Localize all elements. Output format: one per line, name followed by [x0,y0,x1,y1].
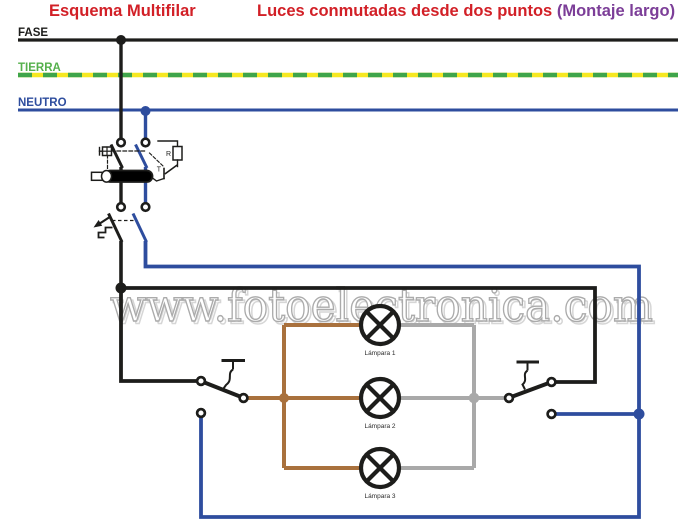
rcd-test-resistor-icon [172,145,183,161]
lamp-2-cross-b [364,382,396,414]
left-commutator-switch [195,359,249,419]
breaker-phase-contact-lever [107,212,124,243]
neutro-rail: NEUTRO [18,97,678,116]
breaker-neutral-terminal [140,201,151,213]
rcd-phase-terminal [115,137,127,148]
breaker-neutral-contact-lever [131,212,148,243]
brown-junction-dot [279,393,289,403]
lamp-3-label: Lámpara 3 [364,493,395,500]
tierra-label: TIERRA [18,62,61,74]
lamp-2-label: Lámpara 2 [364,423,395,430]
fase-rail: FASE [18,27,678,45]
right-switch-handle-link [521,369,529,390]
rcd-test-circuit-wire [157,140,179,148]
rcd-test-label: T [157,167,162,174]
left-switch-phase-terminal [195,375,207,387]
rcd-neutral-terminal [140,137,151,148]
phase-feed-to-right-switch [121,286,597,384]
neutro-label: NEUTRO [18,97,67,109]
lamp-2: Lámpara 2 [358,376,402,430]
diagram-title-left: Esquema Multifilar [49,2,196,20]
rcd-test-contact-lever [164,164,178,175]
right-switch-neutral-terminal [546,408,557,420]
gray-junction-dot [468,392,480,404]
left-switch-neutral-terminal [195,407,207,419]
breaker-terminals [115,137,151,213]
lamp-1: Lámpara 1 [358,303,402,357]
rcd-test-dashed-link [148,152,164,167]
right-switch-common-terminal [503,392,515,404]
left-switch-common-terminal [238,392,249,404]
lamp-1-cross-b [364,309,396,341]
lamp-feed-wires-brown [246,323,361,470]
breaker-release-arrow-shaft [98,215,112,225]
differential-neutral-contact-lever [134,143,149,169]
phase-feed-to-left-switch [119,288,197,383]
breaker-release-arrow-head [93,220,103,228]
fase-label: FASE [18,27,48,39]
neutral-loop-wire [143,241,641,519]
tierra-rail: TIERRA [18,62,678,78]
neutral-junction-dot [633,408,645,420]
right-switch-phase-terminal [546,376,557,388]
rcd-test-circuit-return [151,177,165,182]
diagram-title-main: Luces conmutadas desde dos puntos (Monta… [257,2,675,21]
diagram-title-suffix: (Montaje largo) [556,2,676,20]
lamp-return-wires-gray [399,323,506,470]
diagram-title-main-text: Luces conmutadas desde dos puntos [257,2,553,20]
lamp-3: Lámpara 3 [358,446,402,500]
right-switch-lever [510,381,550,399]
differential-phase-contact-lever [109,143,124,169]
breaker-thermal-element-icon [97,226,113,239]
left-switch-handle-link [221,368,234,391]
lamp-1-label: Lámpara 1 [364,350,395,357]
breaker-phase-terminal [115,201,127,213]
phase-conductor [107,40,597,384]
thermal-breaker [93,215,135,239]
rcd-toroid-ring [100,169,113,183]
right-commutator-switch [503,360,557,420]
left-switch-lever [202,380,242,399]
lamp-3-cross-b [364,452,396,484]
rcd-resistor-label: R [166,151,171,158]
neutral-conductor [131,111,645,519]
differential-breaker: R T [90,140,183,183]
